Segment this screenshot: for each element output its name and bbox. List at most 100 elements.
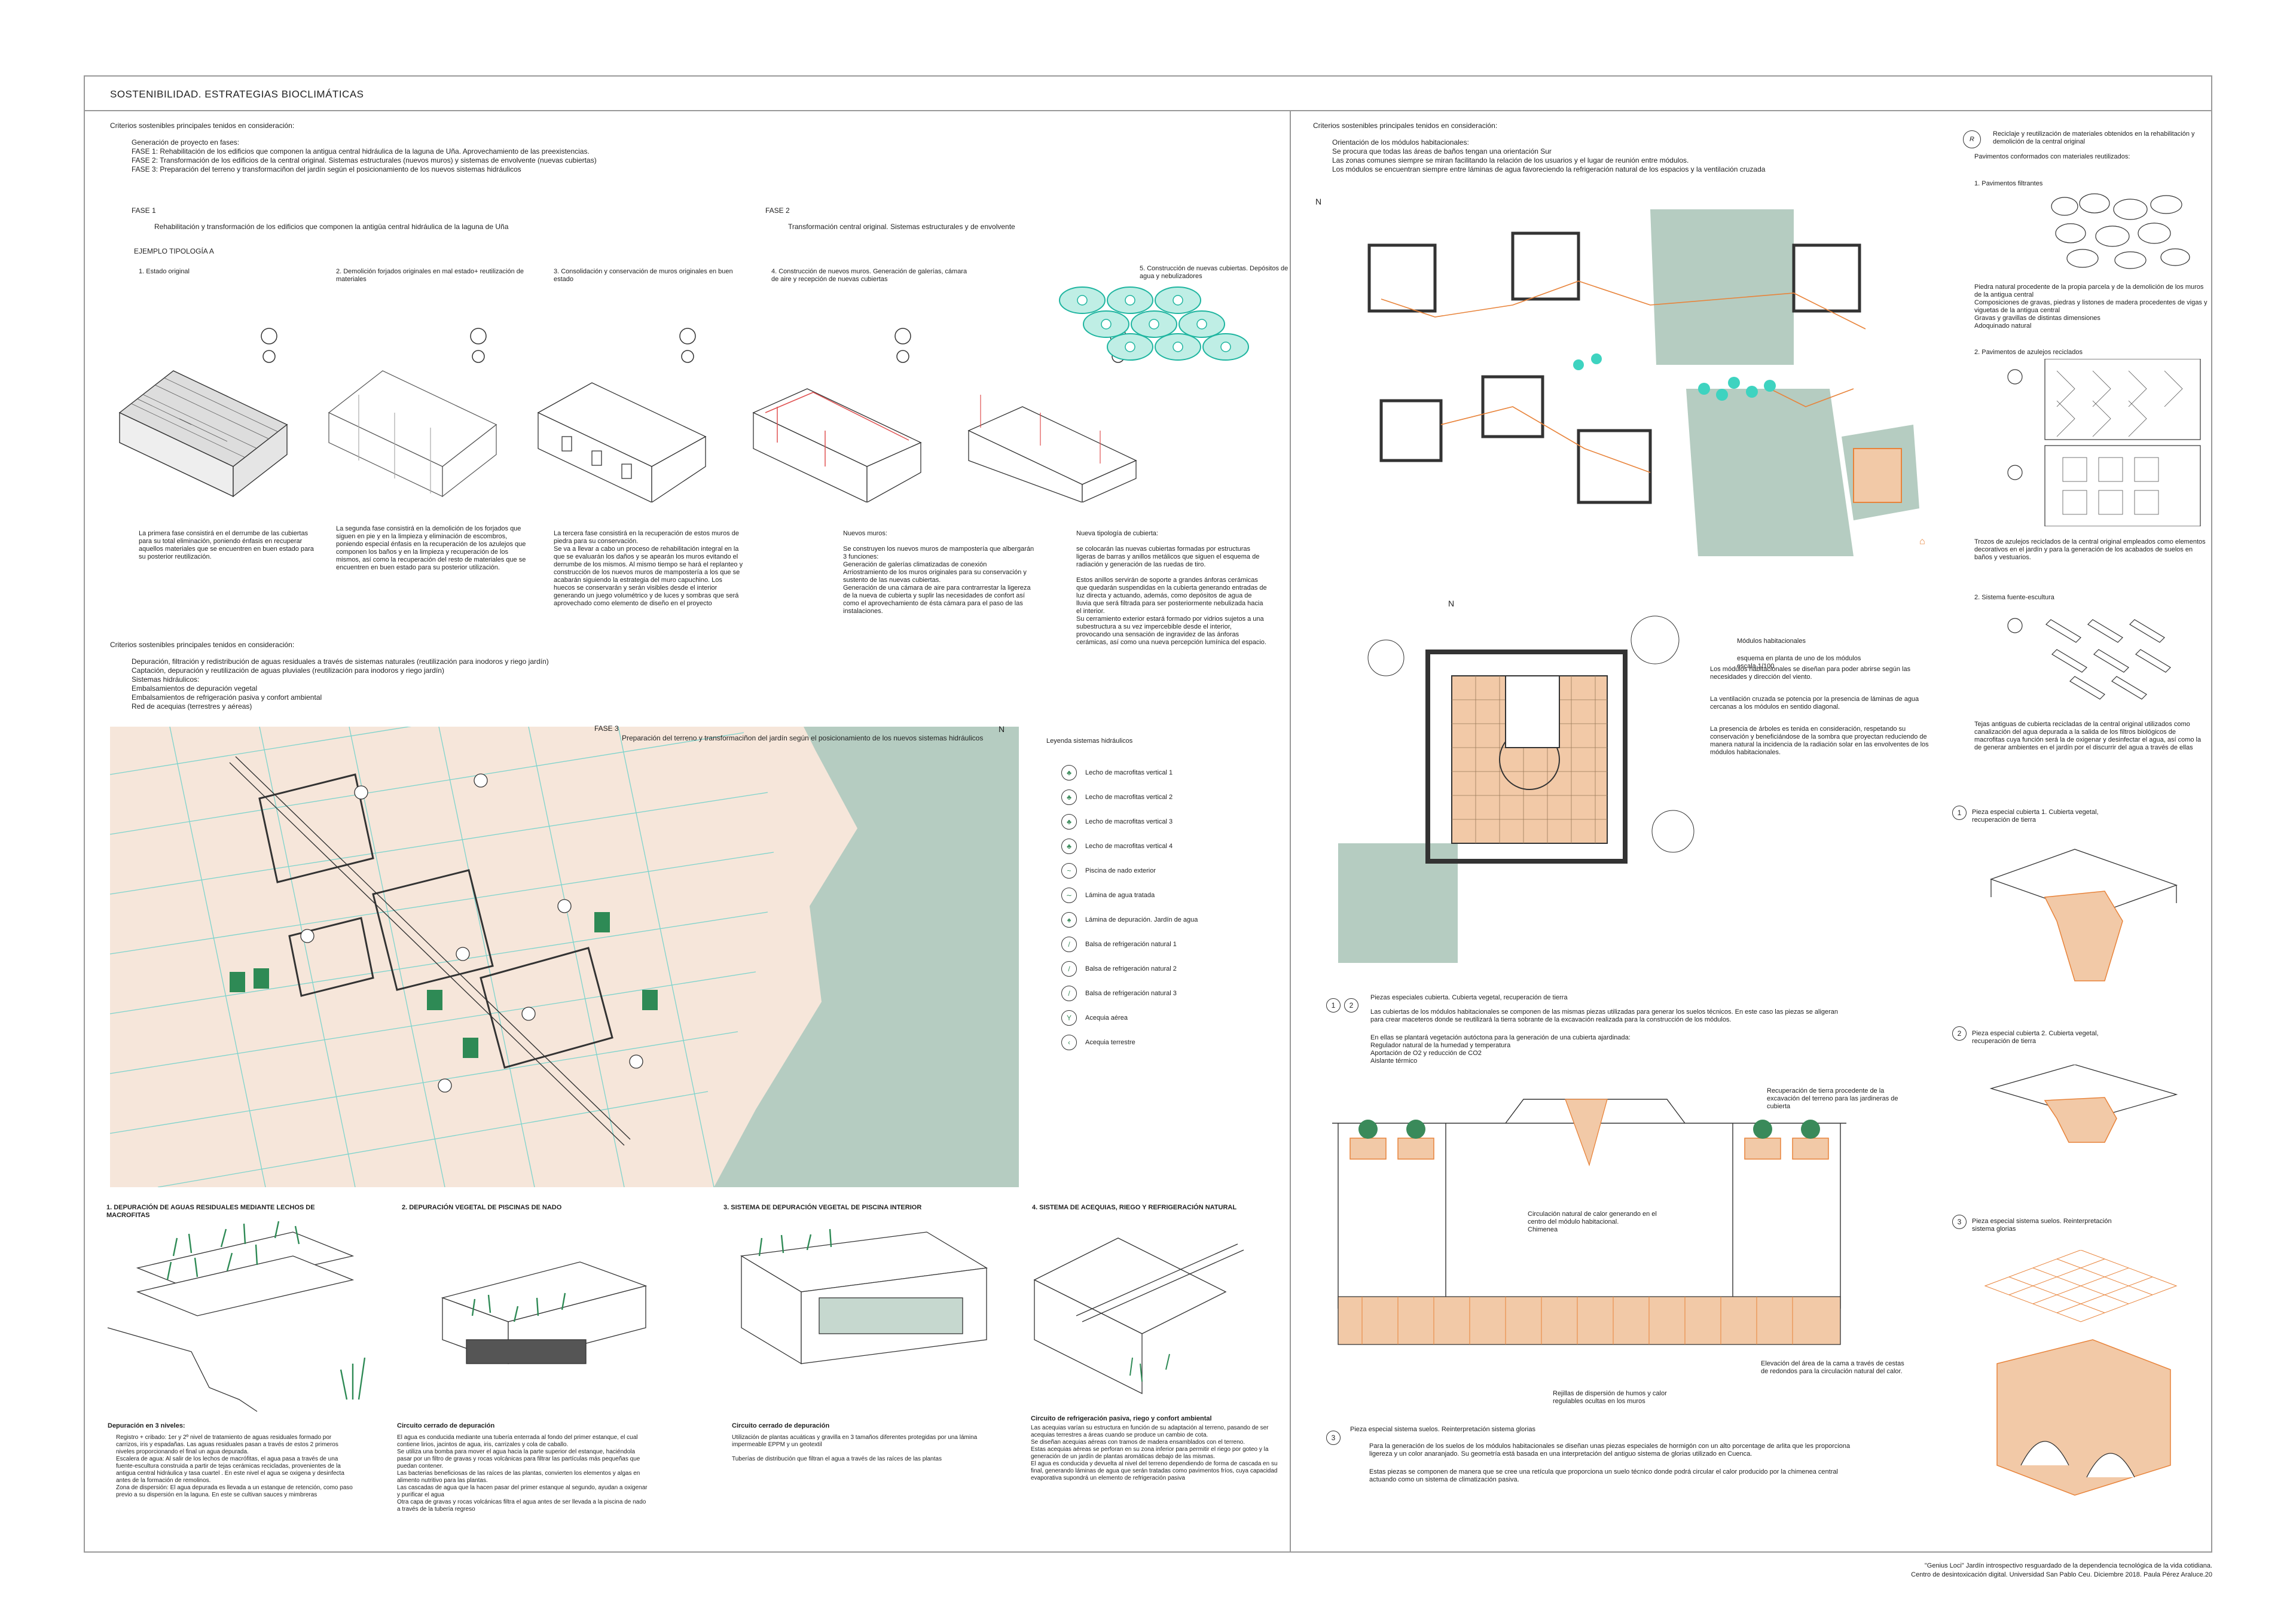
footer-line-1: "Genius Loci" Jardín introspectivo resgu…	[1924, 1562, 2212, 1569]
fase2-desc: Transformación central original. Sistema…	[788, 222, 1015, 231]
system-title-4: 4. SISTEMA DE ACEQUIAS, RIEGO Y REFRIGER…	[1032, 1204, 1237, 1211]
section-note-2: Circulación natural de calor generando e…	[1528, 1211, 1657, 1233]
legend-item: Lecho de macrofitas vertical 1	[1085, 769, 1173, 776]
legend-item: Acequia aérea	[1085, 1014, 1128, 1022]
piece3-body2: Estas piezas se componen de manera que s…	[1369, 1468, 1838, 1483]
treated-water-icon: ∼	[1061, 888, 1077, 903]
fase3-plan	[110, 727, 1019, 1187]
special3-badge: 3	[1952, 1215, 1970, 1229]
special-piece-3	[1973, 1250, 2188, 1501]
module-section	[1326, 1081, 1852, 1392]
phase2-line: FASE 2: Transformación de los edificios …	[132, 156, 597, 164]
phase-isometrics	[108, 323, 1244, 502]
step-desc-5: Nueva tipología de cubierta: se colocará…	[1076, 530, 1267, 646]
phase1-line: FASE 1: Rehabilitación de los edificios …	[132, 147, 590, 156]
macrophyte-bed-icon: ♣	[1061, 839, 1077, 854]
page-title: SOSTENIBILIDAD. ESTRATEGIAS BIOCLIMÁTICA…	[110, 89, 364, 100]
recycle-sub: Pavimentos conformados con materiales re…	[1974, 153, 2130, 160]
legend-item: Balsa de refrigeración natural 3	[1085, 989, 1177, 997]
step-desc-3: La tercera fase consistirá en la recuper…	[554, 530, 743, 607]
orientation-body: Se procura que todas las áreas de baños …	[1332, 147, 1766, 173]
recycle-icon: R	[1963, 130, 1981, 148]
module-plan	[1338, 580, 1729, 963]
badge-1: 1	[1326, 998, 1341, 1013]
step-desc-2: La segunda fase consistirá en la demolic…	[336, 525, 526, 571]
criteria2-body: Depuración, filtración y redistribución …	[132, 657, 549, 711]
pavement-filtrant-drawing	[2047, 191, 2196, 272]
north-label-module: N	[1448, 599, 1455, 608]
system-caption-1: Registro + cribado: 1er y 2º nivel de tr…	[116, 1434, 353, 1498]
system-caption-title-3: Circuito cerrado de depuración	[732, 1422, 830, 1429]
legend-item: Lecho de macrofitas vertical 3	[1085, 818, 1173, 825]
roof-rings	[1052, 276, 1256, 366]
piece3-title: Pieza especial sistema suelos. Reinterpr…	[1350, 1426, 1535, 1433]
fase1-desc: Rehabilitación y transformación de los e…	[154, 222, 509, 231]
pav2-title: 2. Pavimentos de azulejos reciclados	[1974, 349, 2083, 356]
step-label-3: 3. Consolidación y conservación de muros…	[554, 268, 733, 283]
pav1-title: 1. Pavimentos filtrantes	[1974, 180, 2043, 187]
criteria-title: Criterios sostenibles principales tenido…	[110, 121, 295, 130]
special-piece-2	[1985, 1065, 2182, 1154]
macrophyte-bed-icon: ♣	[1061, 789, 1077, 805]
piece12-title: Piezas especiales cubierta. Cubierta veg…	[1370, 994, 1568, 1001]
swimming-pool-icon: ~	[1061, 863, 1077, 879]
fase2-title: FASE 2	[765, 206, 790, 215]
system-caption-title-2: Circuito cerrado de depuración	[397, 1422, 495, 1429]
site-plan: ⌂	[1315, 209, 1961, 556]
piece12-list: En ellas se plantará vegetación autócton…	[1370, 1034, 1631, 1065]
fase3-desc: Preparación del terreno y transformaciño…	[622, 734, 984, 742]
water-garden-icon: ♠	[1061, 912, 1077, 928]
plan-title: Módulos habitacionales	[1737, 638, 1806, 645]
pav3-title: 2. Sistema fuente-escultura	[1974, 594, 2054, 601]
footer-line-2: Centro de desintoxicación digital. Unive…	[1911, 1571, 2212, 1578]
sheet-divider	[1290, 111, 1291, 1553]
cooling-pond-icon: /	[1061, 961, 1077, 977]
macrophyte-bed-icon: ♣	[1061, 765, 1077, 780]
legend-item: Lámina de agua tratada	[1085, 891, 1155, 899]
piece3-heading: 3	[1326, 1423, 1344, 1445]
hydraulic-legend: ♣ Lecho de macrofitas vertical 1 ♣ Lecho d…	[1061, 761, 1289, 1060]
badge-3: 3	[1326, 1431, 1341, 1445]
example-label: EJEMPLO TIPOLOGÍA A	[134, 247, 214, 255]
pav3-desc: Tejas antiguas de cubierta recicladas de…	[1974, 721, 2202, 751]
special1-title: Pieza especial cubierta 1. Cubierta vege…	[1972, 809, 2099, 824]
fase3-title: FASE 3	[594, 724, 619, 733]
step-label-2: 2. Demolición forjados originales en mal…	[336, 268, 524, 283]
plan-p3: La presencia de árboles es tenida en con…	[1710, 725, 1929, 756]
sheet-frame	[84, 75, 2212, 1553]
tile-pattern-drawings	[2003, 359, 2206, 526]
legend-item: Lecho de macrofitas vertical 2	[1085, 793, 1173, 801]
macrophyte-bed-icon: ♣	[1061, 814, 1077, 830]
ground-channel-icon: ‹	[1061, 1035, 1077, 1050]
phases-intro: Generación de proyecto en fases:	[132, 138, 240, 147]
orientation-title: Orientación de los módulos habitacionale…	[1332, 138, 1469, 147]
step-desc-1: La primera fase consistirá en el derrumb…	[139, 530, 314, 560]
system-caption-title-4: Circuito de refrigeración pasiva, riego …	[1031, 1415, 1212, 1422]
system-title-2: 2. DEPURACIÓN VEGETAL DE PISCINAS DE NAD…	[402, 1204, 562, 1211]
system-caption-4: Las acequias varían su estructura en fun…	[1031, 1425, 1278, 1481]
legend-title: Leyenda sistemas hidráulicos	[1046, 737, 1133, 745]
pav1-desc: Piedra natural procedente de la propia p…	[1974, 283, 2208, 330]
cooling-pond-icon: /	[1061, 937, 1077, 952]
piece3-body: Para la generación de los suelos de los …	[1369, 1443, 1851, 1458]
badge-2: 2	[1344, 998, 1358, 1013]
legend-item: Lámina de depuración. Jardín de agua	[1085, 916, 1198, 923]
north-label-fase3: N	[999, 724, 1005, 734]
system-caption-title-1: Depuración en 3 niveles:	[108, 1422, 185, 1429]
special2-title: Pieza especial cubierta 2. Cubierta vege…	[1972, 1030, 2099, 1045]
aerial-channel-icon: Y	[1061, 1010, 1077, 1026]
roof-tile-fountain-drawing	[2003, 608, 2206, 709]
svg-text:⌂: ⌂	[1919, 536, 1925, 547]
legend-item: Balsa de refrigeración natural 2	[1085, 965, 1177, 972]
plan-sub: esquema en planta de uno de los módulos …	[1737, 655, 1861, 670]
system-caption-2: El agua es conducida mediante una tuberí…	[397, 1434, 648, 1513]
plan-p1: Los módulos habitacionales se diseñan pa…	[1710, 666, 1911, 681]
system-title-3: 3. SISTEMA DE DEPURACIÓN VEGETAL DE PISC…	[723, 1204, 922, 1211]
right-criteria-title: Criterios sostenibles principales tenido…	[1313, 121, 1498, 130]
step-label-4: 4. Construcción de nuevos muros. Generac…	[771, 268, 967, 283]
title-bar: SOSTENIBILIDAD. ESTRATEGIAS BIOCLIMÁTICA…	[84, 75, 2212, 111]
special3-title: Pieza especial sistema suelos. Reinterpr…	[1972, 1218, 2112, 1233]
criteria2-title: Criterios sostenibles principales tenido…	[110, 641, 295, 649]
legend-item: Piscina de nado exterior	[1085, 867, 1156, 874]
